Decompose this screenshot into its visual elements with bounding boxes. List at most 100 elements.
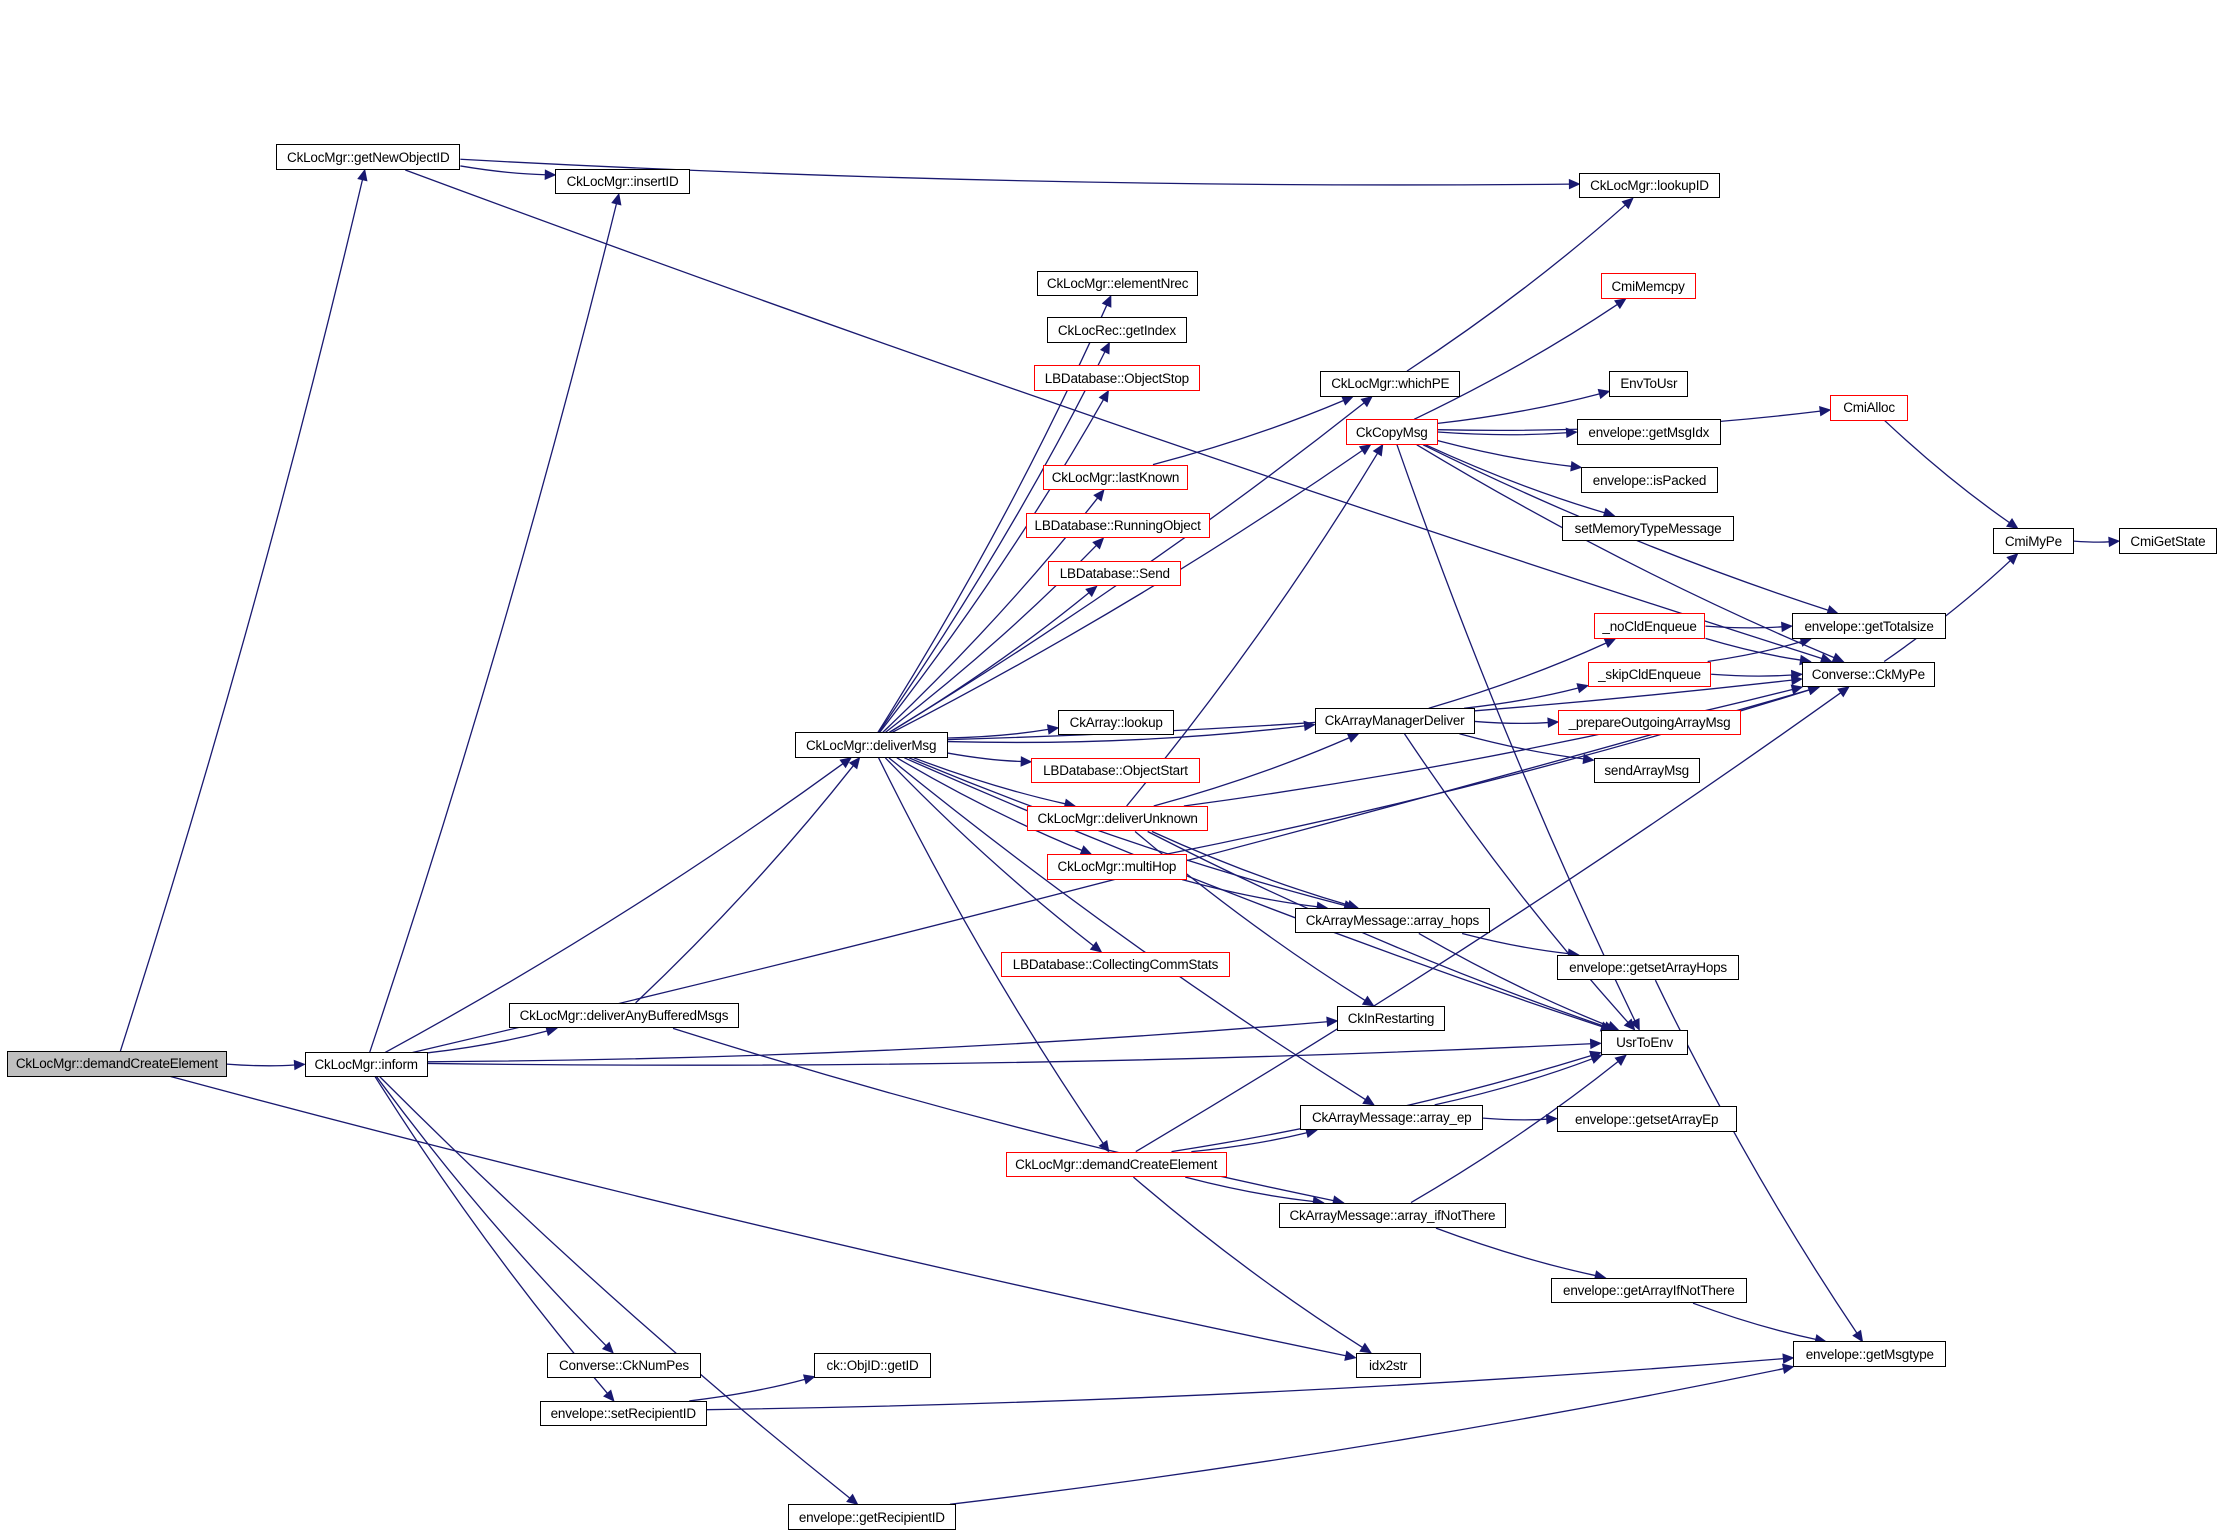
node-setmemorytypemessage[interactable]: setMemoryTypeMessage <box>1562 515 1734 542</box>
node-ckarraymanagerdeliver[interactable]: CkArrayManagerDeliver <box>1314 708 1475 734</box>
node-array-ifnotthere[interactable]: CkArrayMessage::array_ifNotThere <box>1279 1202 1506 1229</box>
node-label: CkLocMgr::deliverAnyBufferedMsgs <box>519 1008 729 1024</box>
edge-delivermsg-to-demandcreateelement2 <box>878 757 1104 1144</box>
node-envtousr[interactable]: EnvToUsr <box>1609 371 1689 397</box>
node-label: CkLocMgr::insertID <box>566 173 679 189</box>
edge-array-ep-to-usrtoenv <box>1434 1058 1593 1106</box>
node-send[interactable]: LBDatabase::Send <box>1048 560 1182 587</box>
arrowhead-icon <box>1358 444 1372 456</box>
arrowhead-icon <box>1819 405 1832 417</box>
node-label: sendArrayMsg <box>1604 763 1689 779</box>
arrowhead-icon <box>1545 1113 1558 1125</box>
node-lookup[interactable]: CkArray::lookup <box>1058 709 1175 736</box>
node-lastknown[interactable]: CkLocMgr::lastKnown <box>1042 464 1189 491</box>
node-deliverunknown[interactable]: CkLocMgr::deliverUnknown <box>1026 805 1209 832</box>
node-cknumpes[interactable]: Converse::CkNumPes <box>546 1352 702 1379</box>
node-array-hops[interactable]: CkArrayMessage::array_hops <box>1294 907 1491 934</box>
edge-demandcreateelement2-to-idx2str <box>1133 1176 1363 1348</box>
node-getnewobjectid[interactable]: CkLocMgr::getNewObjectID <box>276 144 461 170</box>
edge-setrecipientid-to-getid <box>689 1378 805 1402</box>
node-label: CkLocMgr::lastKnown <box>1051 469 1180 485</box>
node-insertid[interactable]: CkLocMgr::insertID <box>555 168 690 195</box>
node-label: CkLocMgr::lookupID <box>1590 178 1709 194</box>
node-deliveranybufferedmsgs[interactable]: CkLocMgr::deliverAnyBufferedMsgs <box>508 1002 740 1029</box>
arrowhead-icon <box>1623 1018 1636 1031</box>
node-cmialloc[interactable]: CmiAlloc <box>1830 395 1909 421</box>
node-getrecipientid[interactable]: envelope::getRecipientID <box>787 1504 957 1530</box>
edge-root-to-idx2str <box>170 1075 1346 1357</box>
node-ispacked[interactable]: envelope::isPacked <box>1580 467 1719 493</box>
arrowhead-icon <box>802 1374 816 1385</box>
node-skipcldenqueue[interactable]: _skipCldEnqueue <box>1587 661 1712 687</box>
node-nocldenqueue[interactable]: _noCldEnqueue <box>1593 613 1706 639</box>
edge-demandcreateelement2-to-ckmype <box>1135 692 1842 1153</box>
node-label: idx2str <box>1368 1357 1408 1373</box>
node-prepareoutgoingarraymsg[interactable]: _prepareOutgoingArrayMsg <box>1558 709 1741 736</box>
edge-deliverunknown-to-ckmype <box>1183 688 1793 807</box>
edge-inform-to-setrecipientid <box>374 1076 608 1394</box>
node-runningobject[interactable]: LBDatabase::RunningObject <box>1025 512 1210 539</box>
node-sendarraymsg[interactable]: sendArrayMsg <box>1593 757 1700 784</box>
edge-root-to-inform <box>226 1063 295 1067</box>
node-getsetarrayhops[interactable]: envelope::getsetArrayHops <box>1556 954 1740 981</box>
node-collectingcommstats[interactable]: LBDatabase::CollectingCommStats <box>1001 951 1230 978</box>
node-whichpe[interactable]: CkLocMgr::whichPE <box>1320 371 1461 397</box>
arrowhead-icon <box>1565 427 1578 439</box>
arrowhead-icon <box>1372 443 1384 457</box>
node-label: setMemoryTypeMessage <box>1574 520 1722 536</box>
node-label: CmiAlloc <box>1843 400 1895 416</box>
node-multihop[interactable]: CkLocMgr::multiHop <box>1046 854 1187 880</box>
node-label: CkArray::lookup <box>1069 714 1163 730</box>
node-getmsgtype[interactable]: envelope::getMsgtype <box>1793 1341 1947 1367</box>
node-getid[interactable]: ck::ObjID::getID <box>814 1352 931 1379</box>
node-usrtoenv[interactable]: UsrToEnv <box>1600 1029 1689 1056</box>
node-elementnrec[interactable]: CkLocMgr::elementNrec <box>1036 270 1199 297</box>
node-label: envelope::isPacked <box>1592 472 1707 488</box>
node-ckcopymsg[interactable]: CkCopyMsg <box>1345 419 1438 445</box>
node-objectstart[interactable]: LBDatabase::ObjectStart <box>1031 757 1200 784</box>
arrowhead-icon <box>1046 724 1060 735</box>
node-label: Converse::CkMyPe <box>1811 666 1925 682</box>
node-cmigetstate[interactable]: CmiGetState <box>2119 528 2217 554</box>
node-array-ep[interactable]: CkArrayMessage::array_ep <box>1300 1104 1484 1131</box>
node-demandcreateelement2[interactable]: CkLocMgr::demandCreateElement <box>1005 1151 1227 1178</box>
edge-delivermsg-to-getindex <box>878 351 1106 733</box>
node-inform[interactable]: CkLocMgr::inform <box>304 1052 428 1077</box>
arrowhead-icon <box>1852 1329 1864 1343</box>
arrowhead-icon <box>1092 537 1105 550</box>
node-idx2str[interactable]: idx2str <box>1355 1352 1421 1379</box>
node-label: envelope::getRecipientID <box>798 1509 945 1525</box>
node-ckinrestarting[interactable]: CkInRestarting <box>1337 1005 1445 1032</box>
edge-inform-to-insertid <box>369 203 618 1053</box>
node-label: LBDatabase::CollectingCommStats <box>1012 957 1219 973</box>
edge-lastknown-to-whichpe <box>1152 399 1344 466</box>
edge-delivermsg-to-collectingcommstats <box>884 757 1094 947</box>
node-getsetarrayep[interactable]: envelope::getsetArrayEp <box>1556 1106 1737 1132</box>
node-gettotalsize[interactable]: envelope::getTotalsize <box>1791 613 1947 639</box>
node-getmsgidx[interactable]: envelope::getMsgIdx <box>1576 419 1722 445</box>
arrowhead-icon <box>601 1341 614 1354</box>
node-label: CkArrayMessage::array_hops <box>1305 913 1480 929</box>
node-label: CkLocMgr::multiHop <box>1057 859 1177 875</box>
edge-getnewobjectid-to-ckmype <box>405 169 1823 660</box>
node-objectstop[interactable]: LBDatabase::ObjectStop <box>1034 365 1200 391</box>
node-label: _noCldEnqueue <box>1602 618 1697 634</box>
edge-inform-to-delivermsg <box>384 763 844 1054</box>
node-label: CkLocMgr::demandCreateElement <box>15 1056 218 1072</box>
edge-delivermsg-to-usrtoenv <box>904 757 1603 1028</box>
node-delivermsg[interactable]: CkLocMgr::deliverMsg <box>794 732 948 758</box>
node-cmimype[interactable]: CmiMyPe <box>1993 528 2074 554</box>
node-getindex[interactable]: CkLocRec::getIndex <box>1046 317 1187 343</box>
arrowhead-icon <box>1362 1094 1375 1106</box>
edge-ckarraymanagerdeliver-to-nocldenqueue <box>1428 642 1607 709</box>
node-lookupid[interactable]: CkLocMgr::lookupID <box>1579 172 1720 199</box>
root-node[interactable]: CkLocMgr::demandCreateElement <box>7 1051 227 1077</box>
node-getarrayifnotthere[interactable]: envelope::getArrayIfNotThere <box>1551 1277 1747 1304</box>
node-label: _prepareOutgoingArrayMsg <box>1568 714 1731 730</box>
node-label: LBDatabase::ObjectStart <box>1043 763 1188 779</box>
arrowhead-icon <box>544 169 557 180</box>
node-setrecipientid[interactable]: envelope::setRecipientID <box>539 1400 707 1427</box>
arrowhead-icon <box>1790 684 1804 695</box>
node-ckmype[interactable]: Converse::CkMyPe <box>1801 661 1935 687</box>
node-cmimemcpy[interactable]: CmiMemcpy <box>1600 273 1696 299</box>
